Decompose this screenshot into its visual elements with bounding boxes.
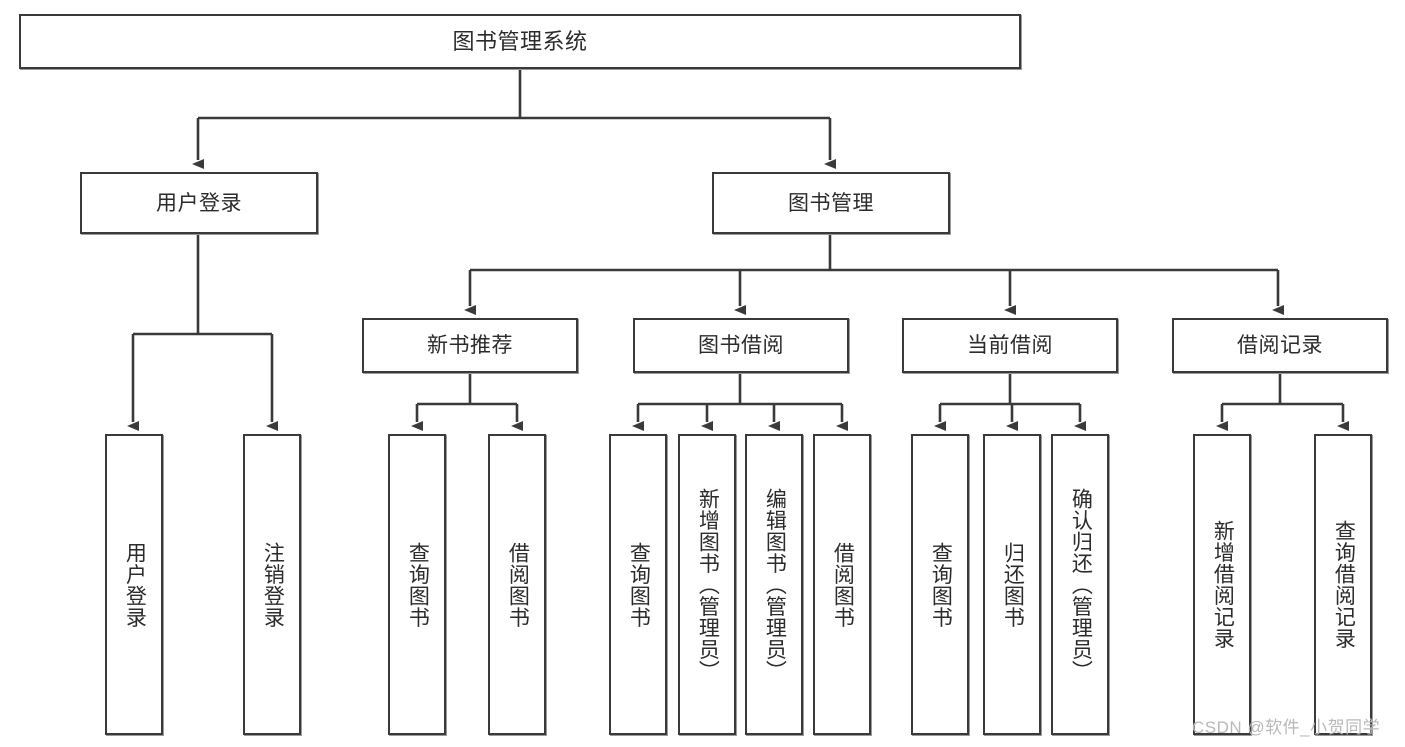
leaf-add-borrow-record[interactable]: 新增借阅记录: [1193, 434, 1251, 735]
node-current-borrowing[interactable]: 当前借阅: [902, 318, 1118, 373]
node-root-book-management-system[interactable]: 图书管理系统: [19, 14, 1021, 69]
leaf-query-books-borrow[interactable]: 查询图书: [609, 434, 667, 735]
node-borrow-records[interactable]: 借阅记录: [1172, 318, 1388, 373]
leaf-user-logout[interactable]: 注销登录: [243, 434, 301, 735]
leaf-user-login[interactable]: 用户登录: [105, 434, 163, 735]
leaf-borrow-books-new[interactable]: 借阅图书: [488, 434, 546, 735]
leaf-borrow-books[interactable]: 借阅图书: [813, 434, 871, 735]
leaf-query-books-current[interactable]: 查询图书: [911, 434, 969, 735]
leaf-query-borrow-record[interactable]: 查询借阅记录: [1314, 434, 1372, 735]
csdn-watermark: CSDN @软件_小贺同学: [1192, 718, 1381, 737]
node-book-management[interactable]: 图书管理: [712, 172, 950, 234]
leaf-confirm-return-admin[interactable]: 确认归还（管理员）: [1051, 434, 1109, 735]
node-book-borrowing[interactable]: 图书借阅: [633, 318, 849, 373]
leaf-edit-book-admin[interactable]: 编辑图书（管理员）: [745, 434, 803, 735]
leaf-add-book-admin[interactable]: 新增图书（管理员）: [678, 434, 736, 735]
node-new-book-recommendation[interactable]: 新书推荐: [362, 318, 578, 373]
node-user-login[interactable]: 用户登录: [80, 172, 318, 234]
leaf-query-books-new[interactable]: 查询图书: [388, 434, 446, 735]
leaf-return-books[interactable]: 归还图书: [983, 434, 1041, 735]
